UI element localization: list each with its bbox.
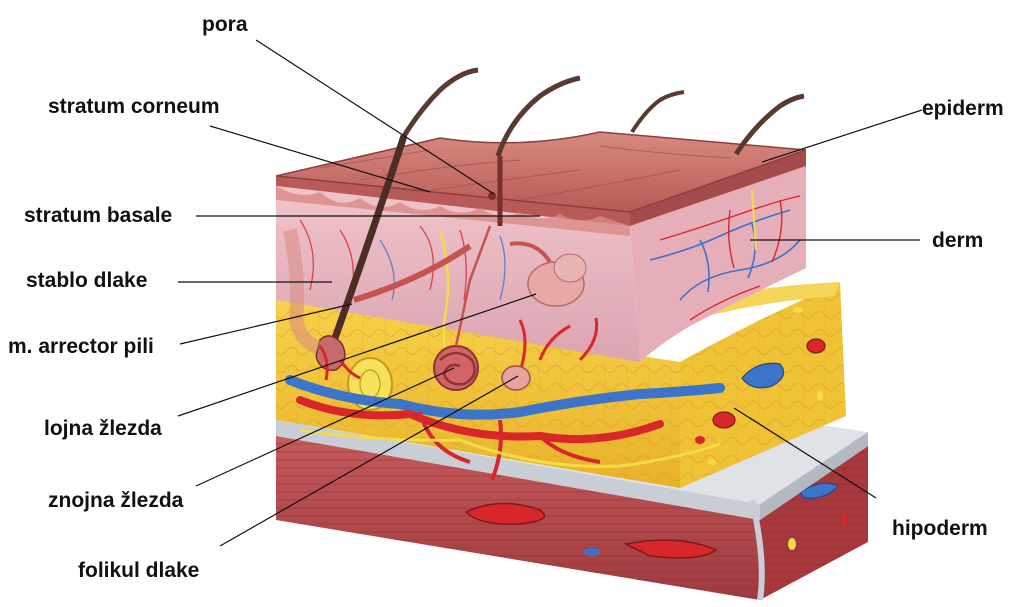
label-pora: pora xyxy=(202,14,248,35)
label-epiderm: epiderm xyxy=(922,98,1004,119)
label-m-arrector-pili: m. arrector pili xyxy=(8,336,154,357)
label-lojna-zlezda: lojna žlezda xyxy=(44,418,162,439)
label-stratum-basale: stratum basale xyxy=(24,205,172,226)
label-stratum-corneum: stratum corneum xyxy=(48,96,220,117)
label-stablo-dlake: stablo dlake xyxy=(26,270,147,291)
hair-bulb xyxy=(502,366,530,390)
label-derm: derm xyxy=(932,230,983,251)
label-hipoderm: hipoderm xyxy=(892,518,988,539)
label-folikul-dlake: folikul dlake xyxy=(78,560,199,581)
label-znojna-zlezda: znojna žlezda xyxy=(48,490,183,511)
